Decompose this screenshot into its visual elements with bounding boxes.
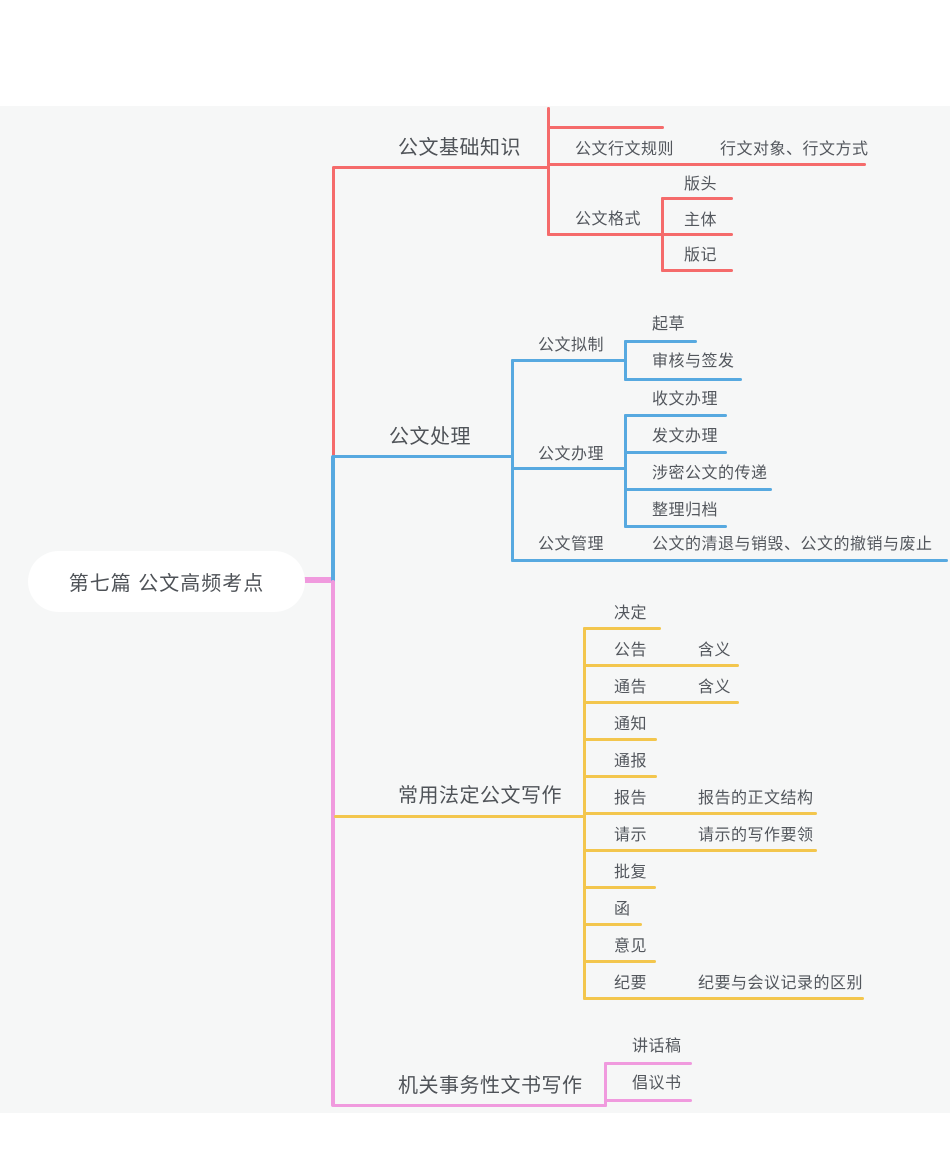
connector-speech-line (604, 1062, 692, 1065)
node-return-destroy[interactable]: 公文的清退与销毁、公文的撤销与废止 (652, 536, 933, 553)
node-minutes[interactable]: 纪要 (614, 975, 648, 992)
node-writing-rules[interactable]: 公文行文规则 (575, 141, 675, 158)
node-notice-meaning[interactable]: 含义 (698, 679, 732, 696)
connector-statutory-underline (334, 815, 585, 818)
connector-notification-line (583, 738, 657, 741)
connector-handling-underline (333, 455, 513, 458)
connector-footer-line (661, 269, 733, 272)
connector-notice-line (583, 701, 739, 704)
central-topic[interactable]: 第七篇 公文高频考点 (28, 551, 305, 612)
connector-reply-line (583, 886, 656, 889)
node-request-essentials[interactable]: 请示的写作要领 (698, 827, 814, 844)
connector-trunk-red (332, 166, 335, 457)
connector-minutes-line (583, 997, 864, 1000)
connector-review-sign-line (624, 378, 742, 381)
node-outgoing[interactable]: 发文办理 (652, 428, 719, 445)
connector-drafting-line (511, 359, 627, 362)
connector-announcement-line (583, 664, 739, 667)
node-decision[interactable]: 决定 (614, 605, 648, 622)
node-draft[interactable]: 起草 (652, 316, 686, 333)
node-circular[interactable]: 通报 (614, 753, 648, 770)
connector-header-line (661, 197, 733, 200)
connector-doc-format-line (547, 233, 733, 236)
connector-classified-line (624, 488, 772, 491)
connector-clipped-node-line (547, 126, 664, 129)
node-proposal[interactable]: 倡议书 (632, 1075, 682, 1092)
connector-processing-line (511, 467, 627, 470)
connector-office-underline (333, 1104, 607, 1107)
node-format-body[interactable]: 主体 (684, 212, 718, 229)
node-opinion[interactable]: 意见 (614, 938, 648, 955)
connector-handling-bracket (511, 359, 514, 562)
connector-processing-bracket (624, 414, 627, 528)
node-request[interactable]: 请示 (614, 827, 648, 844)
connector-management-line (511, 559, 948, 562)
node-drafting[interactable]: 公文拟制 (538, 337, 605, 354)
connector-incoming-line (624, 414, 727, 417)
node-review-sign[interactable]: 审核与签发 (652, 353, 735, 370)
node-doc-handling[interactable]: 公文处理 (389, 426, 471, 448)
connector-drafting-bracket (624, 340, 627, 381)
node-processing[interactable]: 公文办理 (538, 446, 605, 463)
connector-root-stub (302, 577, 334, 583)
node-report[interactable]: 报告 (614, 790, 648, 807)
node-archiving[interactable]: 整理归档 (652, 502, 719, 519)
node-reply[interactable]: 批复 (614, 864, 648, 881)
node-announcement-meaning[interactable]: 含义 (698, 642, 732, 659)
connector-format-bracket (661, 197, 664, 272)
connector-request-line (583, 849, 817, 852)
connector-archiving-line (624, 525, 727, 528)
connector-basics-bracket (547, 107, 550, 236)
node-speech[interactable]: 讲话稿 (632, 1038, 682, 1055)
connector-proposal-line (604, 1099, 692, 1102)
node-format-footer[interactable]: 版记 (684, 247, 718, 264)
node-incoming[interactable]: 收文办理 (652, 391, 719, 408)
connector-writing-rules-line (547, 163, 866, 166)
connector-outgoing-line (624, 451, 727, 454)
connector-trunk-blue (331, 455, 335, 583)
node-office-writing[interactable]: 机关事务性文书写作 (398, 1075, 583, 1097)
node-statutory-writing[interactable]: 常用法定公文写作 (398, 785, 562, 807)
node-doc-management[interactable]: 公文管理 (538, 536, 605, 553)
connector-opinion-line (583, 960, 656, 963)
connector-circular-line (583, 775, 657, 778)
node-announcement[interactable]: 公告 (614, 642, 648, 659)
node-notice[interactable]: 通告 (614, 679, 648, 696)
connector-letter-line (583, 923, 642, 926)
node-writing-targets-methods[interactable]: 行文对象、行文方式 (720, 141, 869, 158)
connector-trunk-pink (331, 580, 335, 1107)
node-doc-format[interactable]: 公文格式 (575, 211, 642, 228)
node-notification[interactable]: 通知 (614, 716, 648, 733)
central-topic-label: 第七篇 公文高频考点 (68, 573, 265, 595)
connector-office-bracket (604, 1062, 607, 1107)
connector-draft-line (624, 340, 697, 343)
connector-decision-line (583, 627, 661, 630)
node-classified-transfer[interactable]: 涉密公文的传递 (652, 465, 768, 482)
node-minutes-difference[interactable]: 纪要与会议记录的区别 (698, 975, 864, 992)
node-doc-basics[interactable]: 公文基础知识 (398, 137, 521, 159)
connector-report-line (583, 812, 817, 815)
connector-basics-underline (333, 166, 549, 169)
node-letter[interactable]: 函 (614, 901, 631, 918)
node-report-structure[interactable]: 报告的正文结构 (698, 790, 814, 807)
node-format-header[interactable]: 版头 (684, 176, 718, 193)
